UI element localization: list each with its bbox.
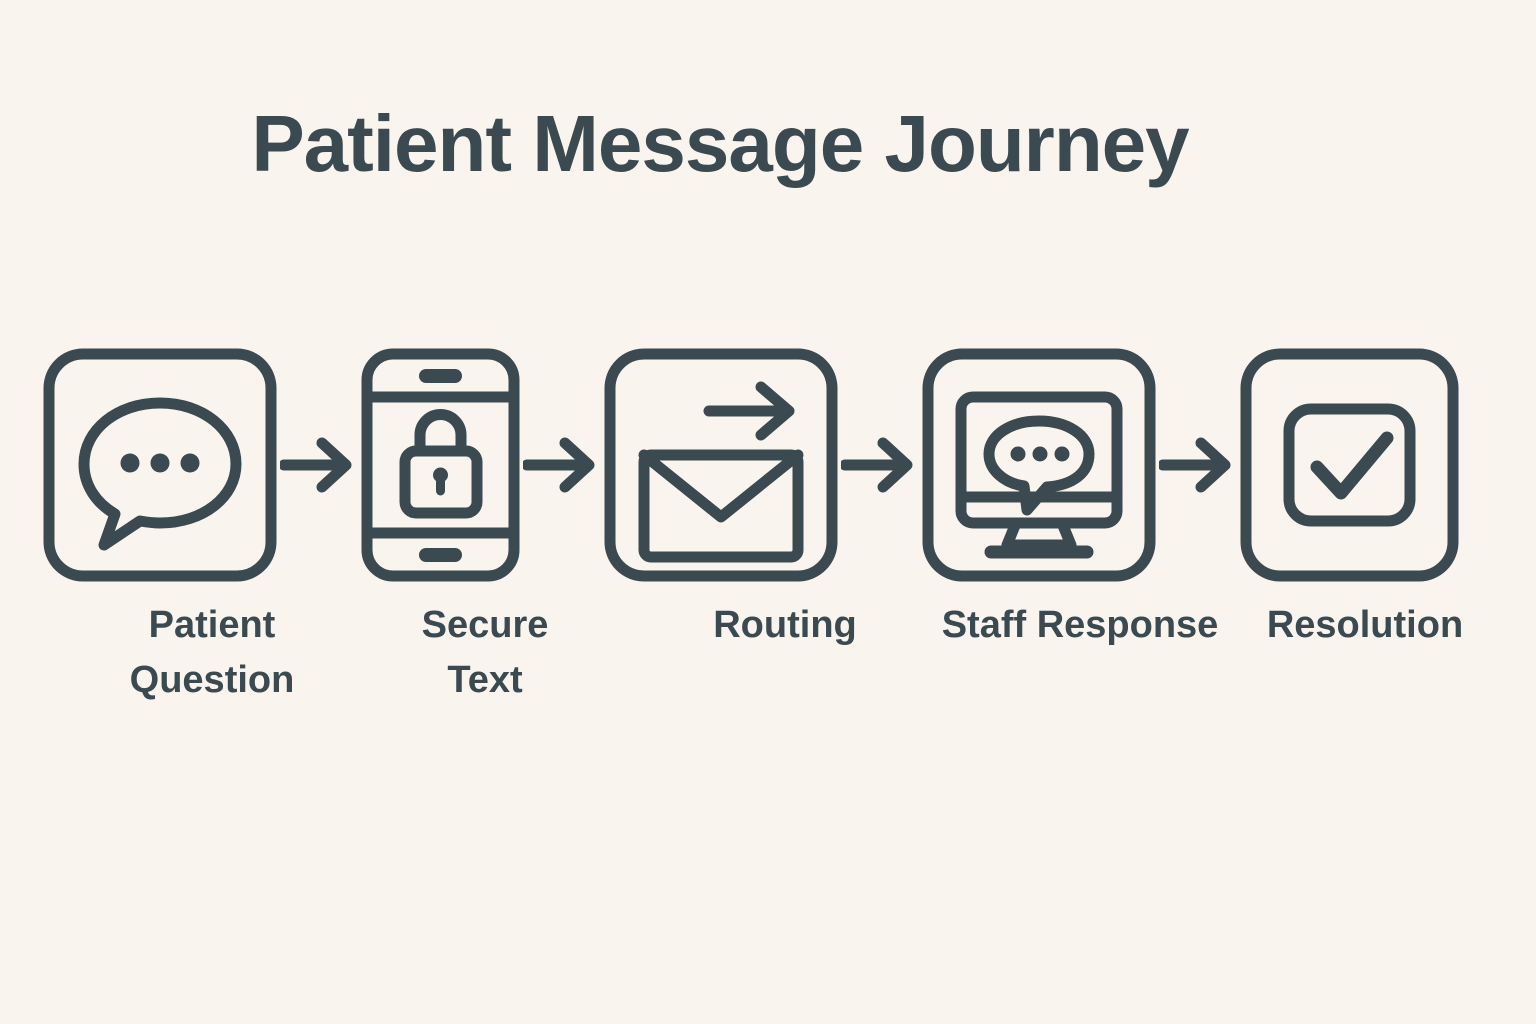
flow-step-resolution[interactable]	[1237, 345, 1462, 585]
flow-label-patient-question: Patient Question	[129, 604, 295, 702]
phone-lock-icon	[361, 348, 520, 582]
journey-flow	[40, 340, 1470, 590]
arrow-right-icon	[280, 437, 352, 493]
flow-label-secure-text: Secure Text	[421, 604, 549, 702]
checkbox-check-icon	[1240, 348, 1459, 582]
flow-step-secure-text[interactable]	[358, 345, 523, 585]
flow-labels: Patient Question Secure Text Routing Sta…	[40, 598, 1470, 728]
page-title: Patient Message Journey	[251, 99, 1189, 188]
icon-frame-4	[919, 345, 1159, 585]
icon-frame-2	[358, 345, 523, 585]
envelope-forward-arrow-icon	[604, 348, 838, 582]
flow-step-staff-response[interactable]	[919, 345, 1159, 585]
flow-connector-2	[523, 345, 601, 585]
icon-frame-1	[40, 345, 280, 585]
icon-frame-3	[601, 345, 841, 585]
arrow-right-icon	[841, 437, 913, 493]
chat-bubble-dots-icon	[43, 348, 277, 582]
flow-label-staff-response: Staff Response	[941, 604, 1219, 646]
flow-label-resolution: Resolution	[1266, 604, 1464, 646]
arrow-right-icon	[1159, 437, 1231, 493]
flow-step-routing[interactable]	[601, 345, 841, 585]
flow-connector-4	[1159, 345, 1237, 585]
monitor-chat-icon	[922, 348, 1156, 582]
icon-frame-5	[1237, 345, 1462, 585]
flow-connector-1	[280, 345, 358, 585]
flow-connector-3	[841, 345, 919, 585]
flow-step-patient-question[interactable]	[40, 345, 280, 585]
arrow-right-icon	[523, 437, 595, 493]
flow-label-routing: Routing	[713, 604, 857, 646]
